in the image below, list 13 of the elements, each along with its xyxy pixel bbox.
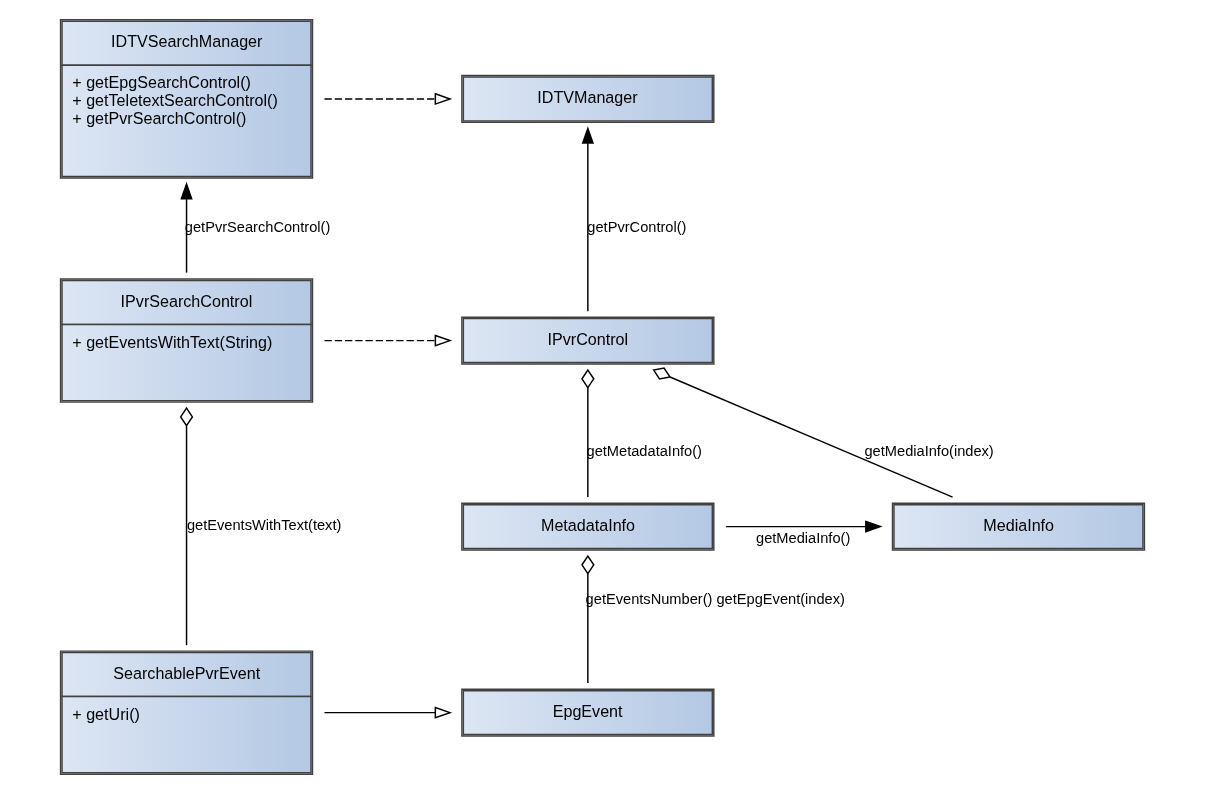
connector — [581, 368, 595, 498]
connector — [581, 554, 595, 684]
arrow — [323, 334, 453, 347]
arrow — [581, 126, 594, 313]
edge-label: getMediaInfo(index) — [864, 443, 994, 460]
arrow — [323, 706, 453, 719]
connector — [652, 367, 954, 498]
edge-label: getEventsWithText(text) — [186, 517, 342, 534]
arrow — [180, 181, 193, 274]
arrow — [323, 92, 453, 106]
edge-label: getMediaInfo() — [756, 529, 851, 546]
connector — [179, 406, 194, 646]
arrow — [725, 520, 883, 533]
